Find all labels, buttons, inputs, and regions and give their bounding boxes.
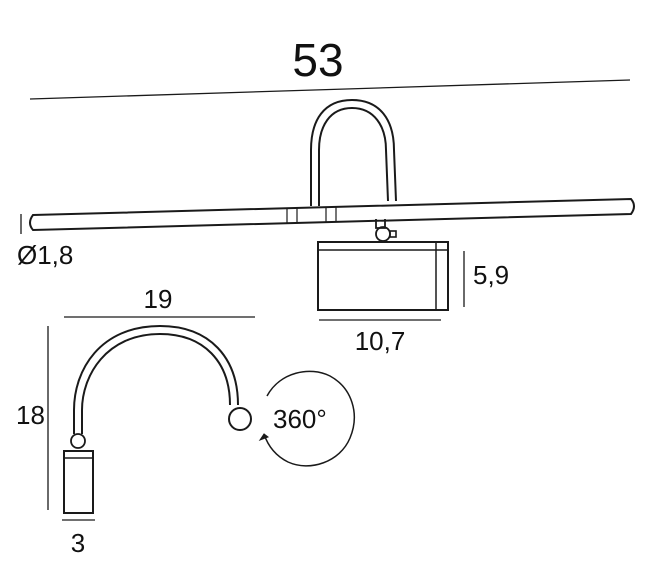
front-view: Ø1,8 5,9 10,7 (17, 98, 635, 356)
head-width-label: 10,7 (355, 326, 406, 356)
arm-height-dimension: 18 (16, 326, 49, 510)
arm-height-label: 18 (16, 400, 45, 430)
base-width-label: 3 (71, 528, 85, 558)
side-view: 19 18 3 360° (16, 284, 355, 558)
tube-diameter-dimension: Ø1,8 (17, 214, 73, 270)
lamp-tube (29, 197, 635, 232)
arm-head-knob (228, 407, 252, 431)
lamp-head-joint (375, 219, 397, 242)
total-width-line (29, 79, 631, 100)
head-width-dimension: 10,7 (319, 319, 441, 356)
rotation-indicator: 360° (258, 370, 355, 467)
curved-arm (73, 324, 239, 434)
head-height-dimension: 5,9 (463, 251, 509, 307)
total-width-dimension: 53 (29, 34, 631, 100)
wall-base (63, 433, 94, 514)
lamp-arch-arm (310, 98, 397, 206)
rotation-arrow-icon (258, 433, 270, 442)
head-height-label: 5,9 (473, 260, 509, 290)
arm-width-label: 19 (144, 284, 173, 314)
tube-diameter-label: Ø1,8 (17, 240, 73, 270)
lamp-head (317, 241, 449, 311)
arm-width-dimension: 19 (64, 284, 255, 318)
total-width-label: 53 (292, 34, 343, 86)
rotation-label: 360° (273, 404, 327, 434)
base-width-dimension: 3 (62, 519, 95, 558)
